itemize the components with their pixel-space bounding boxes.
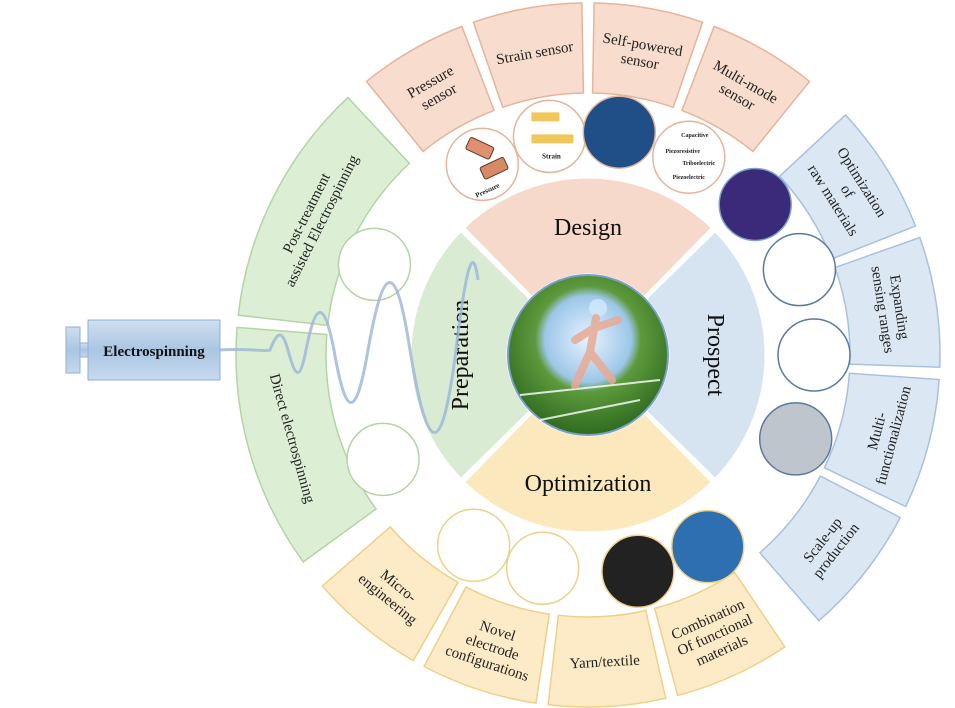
self-powered-thumbnail: [582, 95, 657, 169]
multifunction-thumbnail: [777, 318, 851, 392]
fiber-jet-wave: [219, 261, 480, 434]
segment-prospect-2: [823, 372, 940, 508]
sensing-mode-label: Piezoresistive: [666, 149, 701, 155]
strain-block: [531, 134, 574, 144]
syringe-neck: [79, 342, 89, 358]
pressure-thumbnail: [445, 127, 520, 202]
segment-design-0: [365, 25, 496, 153]
thumbnail-images: PressureStrainCapacitivePiezoresistiveTr…: [337, 95, 851, 609]
segment-optimization-2: [423, 585, 551, 704]
micro-engineering-thumbnail: [436, 508, 511, 583]
electrode-thumbnail: [505, 531, 580, 605]
segment-label-line: sensor: [619, 51, 660, 73]
segment-label-line: Yarn/textile: [569, 653, 640, 673]
sensing-mode-label: Capacitive: [681, 133, 709, 139]
segment-design-2: [591, 2, 704, 109]
multi-mode-thumbnail: [652, 120, 726, 194]
functional-materials-thumbnail: [671, 509, 745, 584]
segment-optimization-0: [653, 571, 786, 697]
segment-design-3: [680, 25, 811, 153]
strain-block: [531, 112, 560, 122]
center-runner-image: [507, 274, 669, 436]
sensing-mode-label: Triboelectric: [682, 161, 715, 167]
pressure-block: [479, 157, 509, 180]
quadrant-label-design: Design: [554, 215, 622, 241]
electrospinning-syringe: Electrospinning: [65, 319, 221, 381]
segment-prospect-1: [834, 236, 941, 369]
syringe-plunger: [65, 326, 81, 374]
syringe-barrel: [87, 319, 221, 381]
raw-materials-thumbnail: [718, 167, 792, 242]
post-treatment-thumbnail: [337, 227, 412, 302]
segment-prospect-0: [778, 113, 917, 260]
segment-optimization-1: [547, 609, 667, 708]
segment-optimization-3: [321, 525, 460, 662]
electrospinning-label: Electrospinning: [103, 344, 205, 360]
direct-electrospinning-thumbnail: [346, 422, 420, 497]
quadrant-label-optimization: Optimization: [525, 471, 652, 497]
pressure-block: [465, 137, 495, 160]
yarn-textile-thumbnail: [601, 534, 675, 609]
sensing-range-thumbnail: [762, 232, 837, 307]
strain-caption: Strain: [542, 152, 561, 160]
segment-label-optimization-1: Yarn/textile: [569, 653, 640, 673]
segment-prospect-3: [758, 474, 902, 622]
segment-design-1: [472, 2, 585, 109]
scale-up-thumbnail: [758, 402, 833, 476]
quadrant-label-prospect: Prospect: [702, 314, 728, 397]
sensing-mode-label: Piezoelectric: [673, 175, 706, 181]
